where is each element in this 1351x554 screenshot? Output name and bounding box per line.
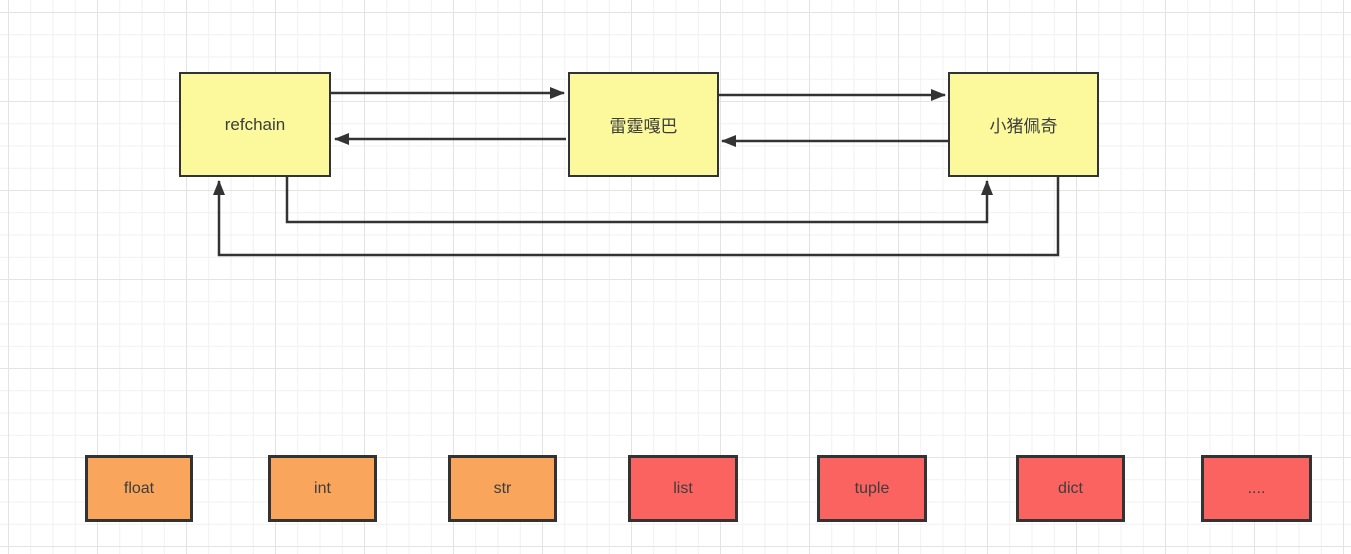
shape-float-label: float <box>123 479 155 497</box>
shape-ellipsis-label: .... <box>1247 479 1266 497</box>
shape-ellipsis[interactable]: .... <box>1201 455 1312 522</box>
shape-leiting-gaba[interactable]: 雷霆嘎巴 <box>568 72 719 177</box>
shape-tuple-label: tuple <box>854 479 890 497</box>
connector-refchain-to-peppa-under[interactable] <box>285 177 993 224</box>
shape-peppa-pig-label: 小猪佩奇 <box>989 117 1058 136</box>
shape-int[interactable]: int <box>268 455 377 522</box>
shape-refchain-label: refchain <box>224 114 286 134</box>
shape-list-label: list <box>673 479 693 497</box>
shape-str-label: str <box>493 479 512 497</box>
shape-dict-label: dict <box>1058 479 1083 497</box>
shape-float[interactable]: float <box>85 455 193 522</box>
shape-refchain[interactable]: refchain <box>179 72 331 177</box>
connector-peppa-to-refchain-under[interactable] <box>213 177 1060 257</box>
shape-int-label: int <box>314 479 331 497</box>
shape-str[interactable]: str <box>448 455 557 522</box>
shape-leiting-gaba-label: 雷霆嘎巴 <box>609 117 678 136</box>
shape-list[interactable]: list <box>628 455 738 522</box>
shape-peppa-pig[interactable]: 小猪佩奇 <box>948 72 1099 177</box>
shape-tuple[interactable]: tuple <box>817 455 927 522</box>
shape-dict[interactable]: dict <box>1016 455 1125 522</box>
